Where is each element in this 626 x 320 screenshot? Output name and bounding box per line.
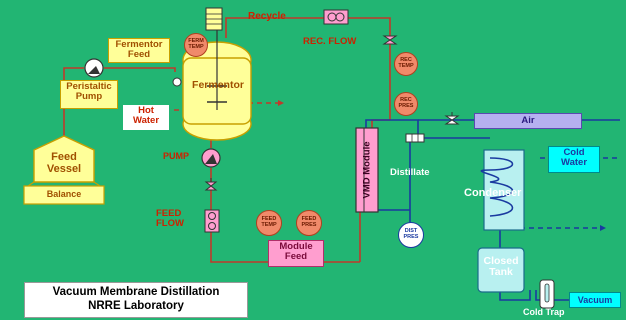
peristaltic-pump-label: Peristaltic Pump — [60, 80, 118, 109]
recycle-valve-icon — [382, 35, 398, 45]
rec-flow-label: REC. FLOW — [303, 36, 357, 47]
fermentor-inlet-icon — [172, 77, 182, 87]
rec-temp-sensor: REC TEMP — [394, 52, 418, 76]
air-label: Air — [474, 113, 582, 129]
cold-water-out-arrowhead — [600, 225, 606, 231]
peristaltic-pump-icon — [84, 58, 104, 78]
agitator-motor-icon — [205, 7, 223, 31]
air-valve-icon — [444, 112, 460, 125]
condenser — [480, 149, 525, 231]
ferm-temp-sensor: FERM TEMP — [184, 33, 208, 57]
condenser-label: Condenser — [464, 187, 522, 199]
diagram-title: Vacuum Membrane Distillation — [52, 286, 220, 298]
pump-label: PUMP — [163, 151, 190, 161]
feed-vessel-label: Feed Vessel — [46, 151, 82, 175]
closed-tank-label: Closed Tank — [483, 255, 519, 279]
distillate-valve-icon — [405, 133, 425, 143]
feed-valve-icon — [204, 178, 218, 191]
balance-label: Balance — [46, 189, 82, 199]
feed-flowmeter-icon — [204, 209, 220, 233]
feed-vessel — [23, 135, 105, 205]
feed-flow-label: FEED FLOW — [156, 208, 184, 229]
cold-trap-label: Cold Trap — [523, 307, 565, 317]
cold-water-label: Cold Water — [548, 146, 600, 173]
pump-icon — [201, 148, 221, 168]
dist-pres-sensor: DIST PRES — [398, 222, 424, 248]
hot-water-arrowhead — [278, 100, 284, 106]
diagram-title-box: Vacuum Membrane Distillation NRRE Labora… — [24, 282, 248, 318]
recycle-label: Recycle — [248, 11, 286, 22]
vacuum-label: Vacuum — [569, 292, 621, 308]
feed-pres-sensor: FEED PRES — [296, 210, 322, 236]
cold-trap-icon — [539, 279, 555, 309]
fermentor-vessel — [182, 30, 252, 141]
module-feed-label: Module Feed — [268, 240, 324, 267]
vmd-module-label: VMD Module — [361, 141, 373, 199]
diagram-subtitle: NRRE Laboratory — [88, 300, 184, 312]
feed-temp-sensor: FEED TEMP — [256, 210, 282, 236]
recycle-flowmeter-icon — [323, 9, 349, 25]
vmd-module — [355, 127, 379, 213]
balance-scale — [23, 185, 105, 205]
closed-tank — [477, 247, 525, 293]
distillate-label: Distillate — [390, 167, 430, 178]
fermentor-feed-label: Fermentor Feed — [108, 38, 170, 63]
hot-water-label: Hot Water — [123, 105, 169, 130]
rec-pres-sensor: REC PRES — [394, 92, 418, 116]
fermentor-label: Fermentor — [192, 79, 244, 91]
